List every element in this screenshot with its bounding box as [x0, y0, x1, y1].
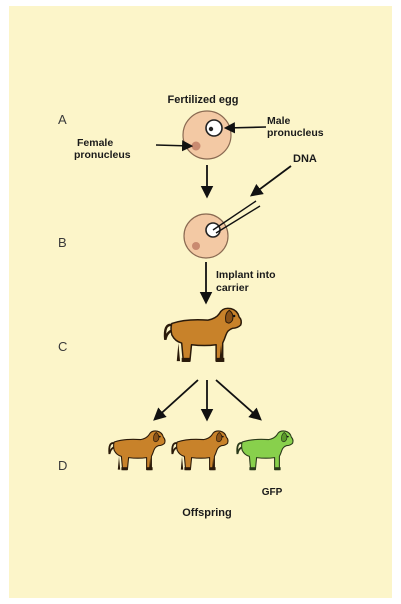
fertilized-egg: [183, 111, 231, 159]
step-label-c: C: [58, 339, 67, 354]
dna-arrow: [252, 166, 291, 195]
offspring-dog-2: [172, 431, 228, 470]
step-label-d: D: [58, 458, 67, 473]
step-label-a: A: [58, 112, 67, 127]
carrier-dog: [165, 308, 241, 362]
female-pronucleus: [192, 142, 201, 151]
male-pronucleus: [206, 120, 222, 136]
dna-label: DNA: [293, 153, 317, 165]
fertilized-egg-label: Fertilized egg: [168, 94, 239, 106]
injected-egg: [184, 214, 228, 258]
offspring-dog-gfp: [237, 431, 293, 470]
female-pronucleus-pointer: [156, 145, 191, 146]
implant-label-1: Implant into: [216, 269, 276, 281]
offspring-label: Offspring: [182, 507, 232, 519]
arrow-to-offspring-3: [216, 380, 260, 419]
male-pronucleus-label-1: Male: [267, 115, 291, 127]
female-pronucleus-label-1: Female: [77, 137, 113, 149]
arrow-to-offspring-1: [155, 380, 198, 419]
offspring-dog-1: [109, 431, 165, 470]
implant-label-2: carrier: [216, 282, 249, 294]
step-label-b: B: [58, 235, 67, 250]
female-pronucleus-label-2: pronucleus: [74, 149, 131, 161]
male-pronucleus-pointer: [226, 127, 266, 128]
male-pronucleus-label-2: pronucleus: [267, 127, 324, 139]
gfp-label: GFP: [262, 487, 283, 498]
